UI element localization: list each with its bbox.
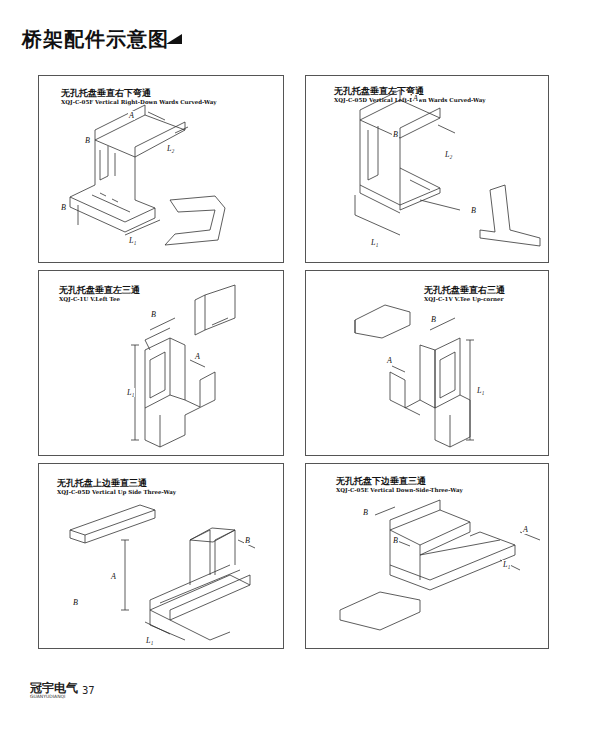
dimension-label: A	[128, 111, 135, 120]
dimension-label: B	[430, 315, 437, 324]
dimension-label: A	[194, 352, 201, 361]
fitting-panel: 无孔托盘垂直左下弯通XQJ-C-05D Vertical Left-Down W…	[305, 75, 549, 263]
model-code: XQJ-C-05D Vertical Left-Down Wards Curve…	[334, 97, 486, 104]
dimension-label: B	[150, 310, 157, 319]
panel-title: 无孔托盘垂直右下弯通	[61, 88, 216, 99]
fitting-panel: 无孔托盘下边垂直三通XQJ-C-05E Vertical Down-Side-T…	[305, 463, 549, 649]
dimension-label: B	[84, 136, 91, 145]
dimension-label: L₁	[126, 388, 135, 397]
dimension-label: L₁	[128, 236, 137, 245]
panel-title: 无孔托盘上边垂直三通	[57, 478, 176, 489]
brand-pinyin: GUANYUDIANQI	[30, 694, 65, 699]
dimension-label: L₂	[444, 150, 453, 159]
fitting-panel: 无孔托盘垂直左三通XQJ-C-1U V.Left Tee	[38, 270, 284, 456]
dimension-label: A	[110, 572, 117, 581]
model-code: XQJ-C-1U V.Left Tee	[59, 296, 140, 303]
dimension-label: B	[392, 536, 399, 545]
dimension-label: L₁	[502, 560, 511, 569]
panel-title: 无孔托盘垂直左三通	[59, 285, 140, 296]
dimension-label: A	[412, 94, 419, 103]
fitting-panel: 无孔托盘垂直右三通XQJ-C-1V V.Tee Up-corner	[305, 270, 549, 456]
dimension-label: L₁	[145, 636, 154, 645]
panel-title: 无孔托盘垂直左下弯通	[334, 86, 486, 97]
fitting-panel: 无孔托盘垂直右下弯通XQJ-C-05F Vertical Right-Down …	[38, 75, 284, 263]
page-number: 37	[82, 685, 95, 696]
panel-title: 无孔托盘下边垂直三通	[336, 476, 463, 487]
fitting-panel: 无孔托盘上边垂直三通XQJ-C-05D Vertical Up Side Thr…	[38, 463, 284, 649]
dimension-label: L₂	[166, 144, 175, 153]
dimension-label: A	[386, 356, 393, 365]
dimension-label: B	[60, 203, 67, 212]
dimension-label: L₁	[370, 238, 379, 247]
model-code: XQJ-C-05E Vertical Down-Side-Three-Way	[336, 487, 463, 494]
model-code: XQJ-C-1V V.Tee Up-corner	[424, 296, 505, 303]
model-code: XQJ-C-05D Vertical Up Side Three-Way	[57, 489, 176, 496]
dimension-label: L₁	[476, 386, 485, 395]
dimension-label: B	[470, 206, 477, 215]
model-code: XQJ-C-05F Vertical Right-Down Wards Curv…	[61, 99, 216, 106]
dimension-label: B	[392, 130, 399, 139]
dimension-label: B	[72, 598, 79, 607]
dimension-label: B	[244, 536, 251, 545]
dimension-label: B	[362, 508, 369, 517]
panel-title: 无孔托盘垂直右三通	[424, 285, 505, 296]
page-title: 桥架配件示意图	[22, 26, 169, 53]
dimension-label: A	[522, 525, 529, 534]
